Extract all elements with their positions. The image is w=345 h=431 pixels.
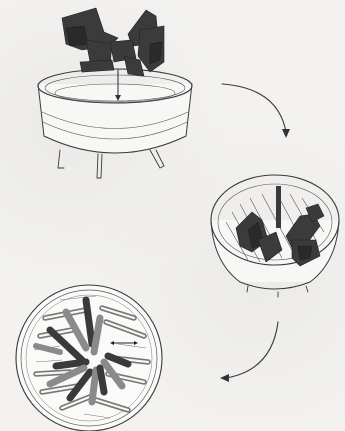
arrow-step-2-to-3 <box>220 322 278 382</box>
arrow-step-1-to-2 <box>222 84 290 138</box>
step-1-bowl <box>38 69 192 178</box>
